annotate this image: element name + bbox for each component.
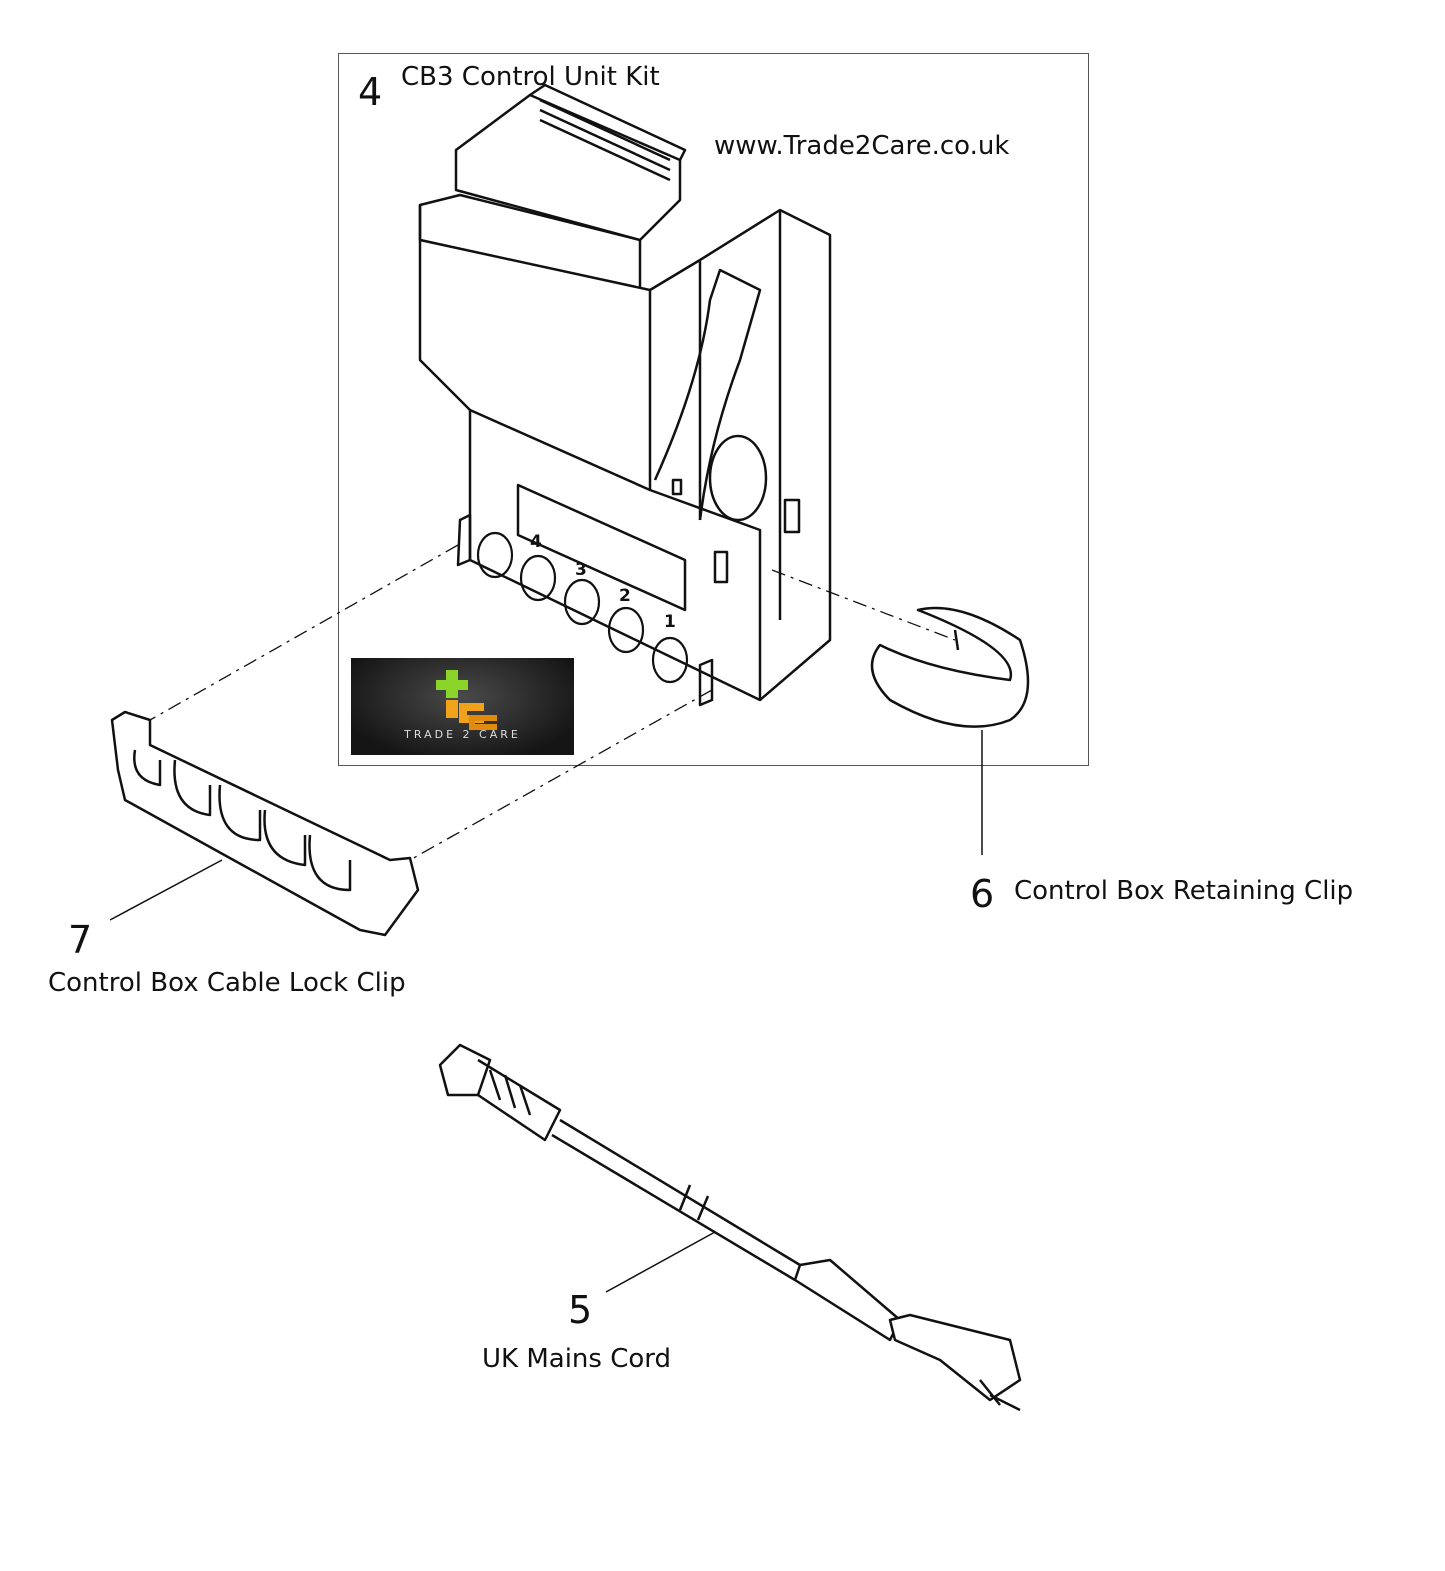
part-number-4: 4 xyxy=(358,70,383,114)
control-unit-drawing xyxy=(418,83,832,707)
part-number-5: 5 xyxy=(568,1288,593,1332)
part-label-6: Control Box Retaining Clip xyxy=(1014,876,1354,906)
logo-mark-icon xyxy=(436,670,497,730)
mains-cord-drawing xyxy=(438,1043,1022,1412)
part-number-6: 6 xyxy=(970,872,995,916)
kit-boundary-box xyxy=(338,53,1089,766)
part-label-5: UK Mains Cord xyxy=(482,1344,672,1374)
port-label-1: 1 xyxy=(664,612,676,632)
logo-text: TRADE 2 CARE xyxy=(404,728,521,741)
retaining-clip-drawing xyxy=(870,606,1030,728)
trade2care-logo: TRADE 2 CARE xyxy=(351,658,574,755)
cable-lock-clip-drawing xyxy=(110,710,420,937)
part-number-7: 7 xyxy=(68,918,93,962)
part-label-4: CB3 Control Unit Kit xyxy=(401,62,660,92)
website-text: www.Trade2Care.co.uk xyxy=(714,131,1010,161)
port-label-4: 4 xyxy=(530,532,542,552)
port-label-3: 3 xyxy=(575,560,587,580)
port-label-2: 2 xyxy=(619,586,631,606)
part-label-7: Control Box Cable Lock Clip xyxy=(48,968,406,998)
